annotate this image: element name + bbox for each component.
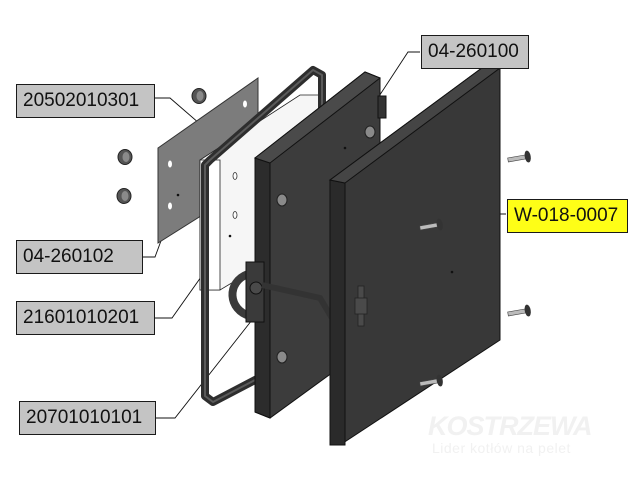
- loose-nuts: [116, 88, 207, 204]
- part-label-21601010201[interactable]: 21601010201: [16, 301, 155, 335]
- outer-door-panel: [328, 61, 501, 446]
- nut-icon: [191, 88, 207, 104]
- screw-icon: [507, 304, 531, 317]
- nut-icon: [117, 149, 133, 165]
- part-label-04-260102[interactable]: 04-260102: [16, 240, 143, 274]
- nut-icon: [116, 188, 132, 204]
- screws: [419, 150, 531, 387]
- part-label-20502010301[interactable]: 20502010301: [16, 84, 155, 118]
- part-label-20701010101[interactable]: 20701010101: [19, 401, 156, 435]
- screw-icon: [507, 150, 531, 163]
- part-label-W-018-0007[interactable]: W-018-0007: [507, 199, 628, 233]
- screw-icon: [419, 218, 443, 231]
- leader-dots: [176, 146, 454, 274]
- part-label-04-260100[interactable]: 04-260100: [421, 35, 529, 69]
- leader-20701010101: [155, 319, 253, 419]
- screw-icon: [419, 374, 443, 387]
